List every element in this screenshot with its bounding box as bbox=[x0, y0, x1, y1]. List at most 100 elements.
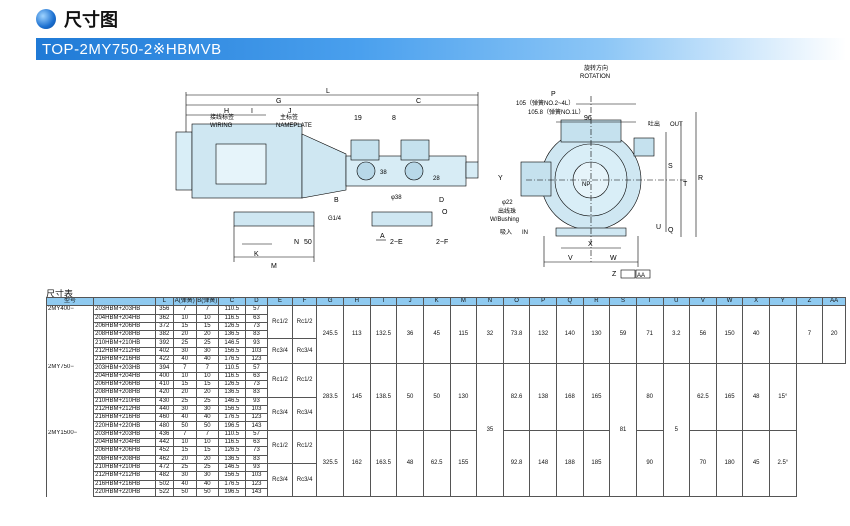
table-cell: 50 bbox=[173, 487, 197, 498]
table-cell: 90 bbox=[635, 429, 664, 498]
table-cell: 126.5 bbox=[218, 446, 246, 456]
table-cell: 362 bbox=[154, 313, 175, 323]
table-cell: 196.5 bbox=[218, 487, 246, 498]
table-cell: Rc1/2 bbox=[291, 363, 318, 398]
table-cell: 30 bbox=[173, 471, 197, 481]
table-cell: 185 bbox=[582, 429, 611, 498]
dim-label-G: G bbox=[276, 98, 281, 105]
table-cell: 83 bbox=[244, 330, 269, 340]
table-cell: 436 bbox=[154, 429, 175, 440]
table-cell: 63 bbox=[244, 313, 269, 323]
wiring-label-en: WIRING bbox=[210, 123, 233, 129]
table-cell: Rc3/4 bbox=[291, 462, 318, 498]
table-cell: 472 bbox=[154, 462, 175, 473]
table-cell: 168 bbox=[556, 363, 584, 431]
table-cell bbox=[45, 480, 95, 489]
dim-label-X: X bbox=[588, 241, 593, 248]
table-cell: 57 bbox=[244, 305, 269, 315]
table-cell: 30 bbox=[173, 346, 197, 357]
table-cell: 2MY1500− bbox=[45, 430, 95, 439]
table-header-cell: F bbox=[291, 296, 318, 307]
table-header-cell: U bbox=[662, 296, 691, 307]
table-cell: 15 bbox=[195, 379, 220, 390]
table-cell bbox=[45, 446, 95, 456]
table-cell: 20 bbox=[195, 388, 220, 398]
table-cell: 208HBM+208HB bbox=[93, 388, 156, 398]
table-cell: 40 bbox=[195, 413, 220, 423]
table-cell: 220HBM+220HB bbox=[93, 487, 156, 498]
table-cell: 123 bbox=[244, 355, 269, 365]
dim-label-L: L bbox=[326, 88, 330, 95]
inlet-label-cn: 吸入 bbox=[500, 229, 512, 236]
table-cell: 71 bbox=[635, 305, 664, 365]
table-cell: 212HBM+212HB bbox=[93, 404, 156, 415]
table-cell bbox=[45, 314, 95, 323]
dim-label-D: D bbox=[439, 197, 444, 204]
table-cell bbox=[45, 322, 95, 331]
dim-label-C: C bbox=[416, 98, 421, 105]
table-cell: 7 bbox=[195, 429, 220, 440]
table-cell: 83 bbox=[244, 388, 269, 398]
table-cell: 126.5 bbox=[218, 321, 246, 332]
table-cell: 150 bbox=[715, 305, 744, 365]
table-cell: 73 bbox=[244, 321, 269, 332]
table-cell: 206HBM+206HB bbox=[93, 379, 156, 390]
table-cell: 420 bbox=[154, 388, 175, 398]
table-cell: 176.5 bbox=[218, 479, 246, 489]
table-cell: 50 bbox=[195, 487, 220, 498]
table-cell: 138.5 bbox=[369, 363, 398, 431]
dim-label-J: J bbox=[288, 108, 292, 115]
dim-label-8: 8 bbox=[392, 115, 396, 122]
dim-label-A: A bbox=[380, 233, 385, 240]
table-cell bbox=[45, 421, 95, 431]
table-cell: 40 bbox=[195, 479, 220, 489]
table-cell: 40 bbox=[195, 355, 220, 365]
table-cell: 15 bbox=[173, 379, 197, 390]
table-cell: 156.5 bbox=[218, 471, 246, 481]
bushing-label-cn: 出线珠 bbox=[498, 207, 516, 215]
table-cell: 283.5 bbox=[316, 363, 344, 431]
table-cell: 146.5 bbox=[218, 462, 246, 473]
dim-label-50: 50 bbox=[304, 239, 312, 246]
dim-label-AA: AA bbox=[637, 273, 645, 279]
table-cell: 2MY750− bbox=[45, 363, 95, 373]
table-cell bbox=[45, 471, 95, 481]
table-cell: 113 bbox=[343, 305, 371, 365]
table-cell: 132 bbox=[529, 305, 557, 365]
table-cell bbox=[45, 405, 95, 414]
table-header-cell: Q bbox=[556, 296, 584, 307]
table-cell: 356 bbox=[154, 305, 175, 315]
table-cell: 50 bbox=[422, 363, 451, 431]
table-cell: 116.5 bbox=[218, 371, 246, 381]
table-cell: 130 bbox=[582, 305, 611, 365]
dim-label-N: N bbox=[294, 239, 299, 246]
table-cell: 80 bbox=[635, 363, 664, 431]
table-cell: 402 bbox=[154, 346, 175, 357]
outlet-label-cn: 吐出 bbox=[648, 120, 660, 128]
model-banner: TOP-2MY750-2※HBMVB bbox=[36, 38, 846, 60]
table-cell: 25 bbox=[195, 462, 220, 473]
table-cell: 25 bbox=[173, 462, 197, 473]
table-cell: 204HBM+204HB bbox=[93, 313, 156, 323]
table-cell: 176.5 bbox=[218, 413, 246, 423]
table-cell: 10 bbox=[195, 371, 220, 381]
table-cell: 203HBM+203HB bbox=[93, 429, 156, 440]
table-cell: 10 bbox=[195, 438, 220, 448]
dim-label-Y: Y bbox=[498, 175, 503, 182]
dim-label-O: O bbox=[442, 209, 448, 216]
table-cell: 25 bbox=[195, 338, 220, 348]
table-cell: 25 bbox=[173, 338, 197, 348]
table-cell: 7 bbox=[795, 305, 824, 365]
table-cell bbox=[45, 463, 95, 472]
dim-label-V: V bbox=[568, 255, 573, 262]
table-cell: 10 bbox=[173, 438, 197, 448]
table-header-cell: G bbox=[316, 296, 344, 307]
table-cell: 145 bbox=[343, 363, 371, 431]
dim-label-R: R bbox=[698, 175, 703, 182]
table-cell: 50 bbox=[195, 421, 220, 431]
table-cell: 110.5 bbox=[218, 305, 246, 315]
table-cell: Rc1/2 bbox=[267, 363, 293, 398]
table-cell bbox=[45, 380, 95, 389]
